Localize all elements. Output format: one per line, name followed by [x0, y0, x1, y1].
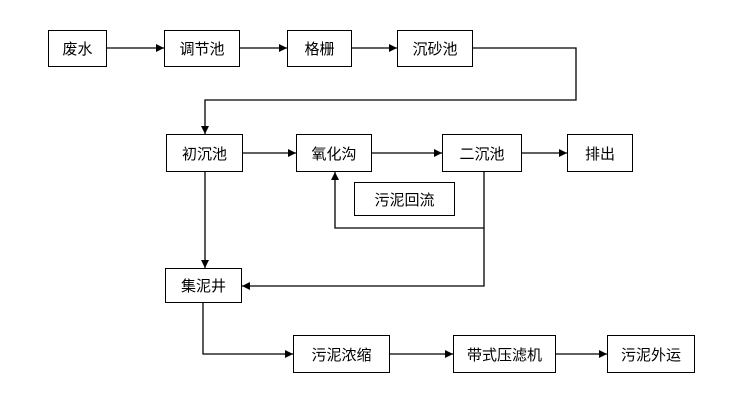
node-oxidation-ditch: 氧化沟 — [296, 134, 372, 172]
node-secondary-clarifier: 二沉池 — [442, 134, 522, 172]
node-sludge-transport: 污泥外运 — [607, 335, 695, 373]
arrow-sludge-well-to-thickening — [202, 303, 293, 358]
node-sludge-well: 集泥井 — [165, 268, 242, 303]
node-screen: 格栅 — [287, 30, 352, 67]
node-sludge-thickening: 污泥浓缩 — [293, 335, 390, 373]
node-grit-chamber: 沉砂池 — [397, 30, 473, 67]
node-discharge: 排出 — [567, 134, 633, 172]
arrow-secondary-to-sludge-well — [242, 228, 485, 290]
node-wastewater: 废水 — [48, 30, 107, 67]
arrow-sludge-return — [331, 172, 485, 229]
label-sludge-return: 污泥回流 — [354, 182, 455, 216]
node-belt-filter-press: 带式压滤机 — [453, 335, 556, 373]
arrow-grit-to-primary — [201, 47, 577, 134]
node-primary-clarifier: 初沉池 — [166, 134, 243, 172]
node-equalization-tank: 调节池 — [164, 30, 240, 67]
